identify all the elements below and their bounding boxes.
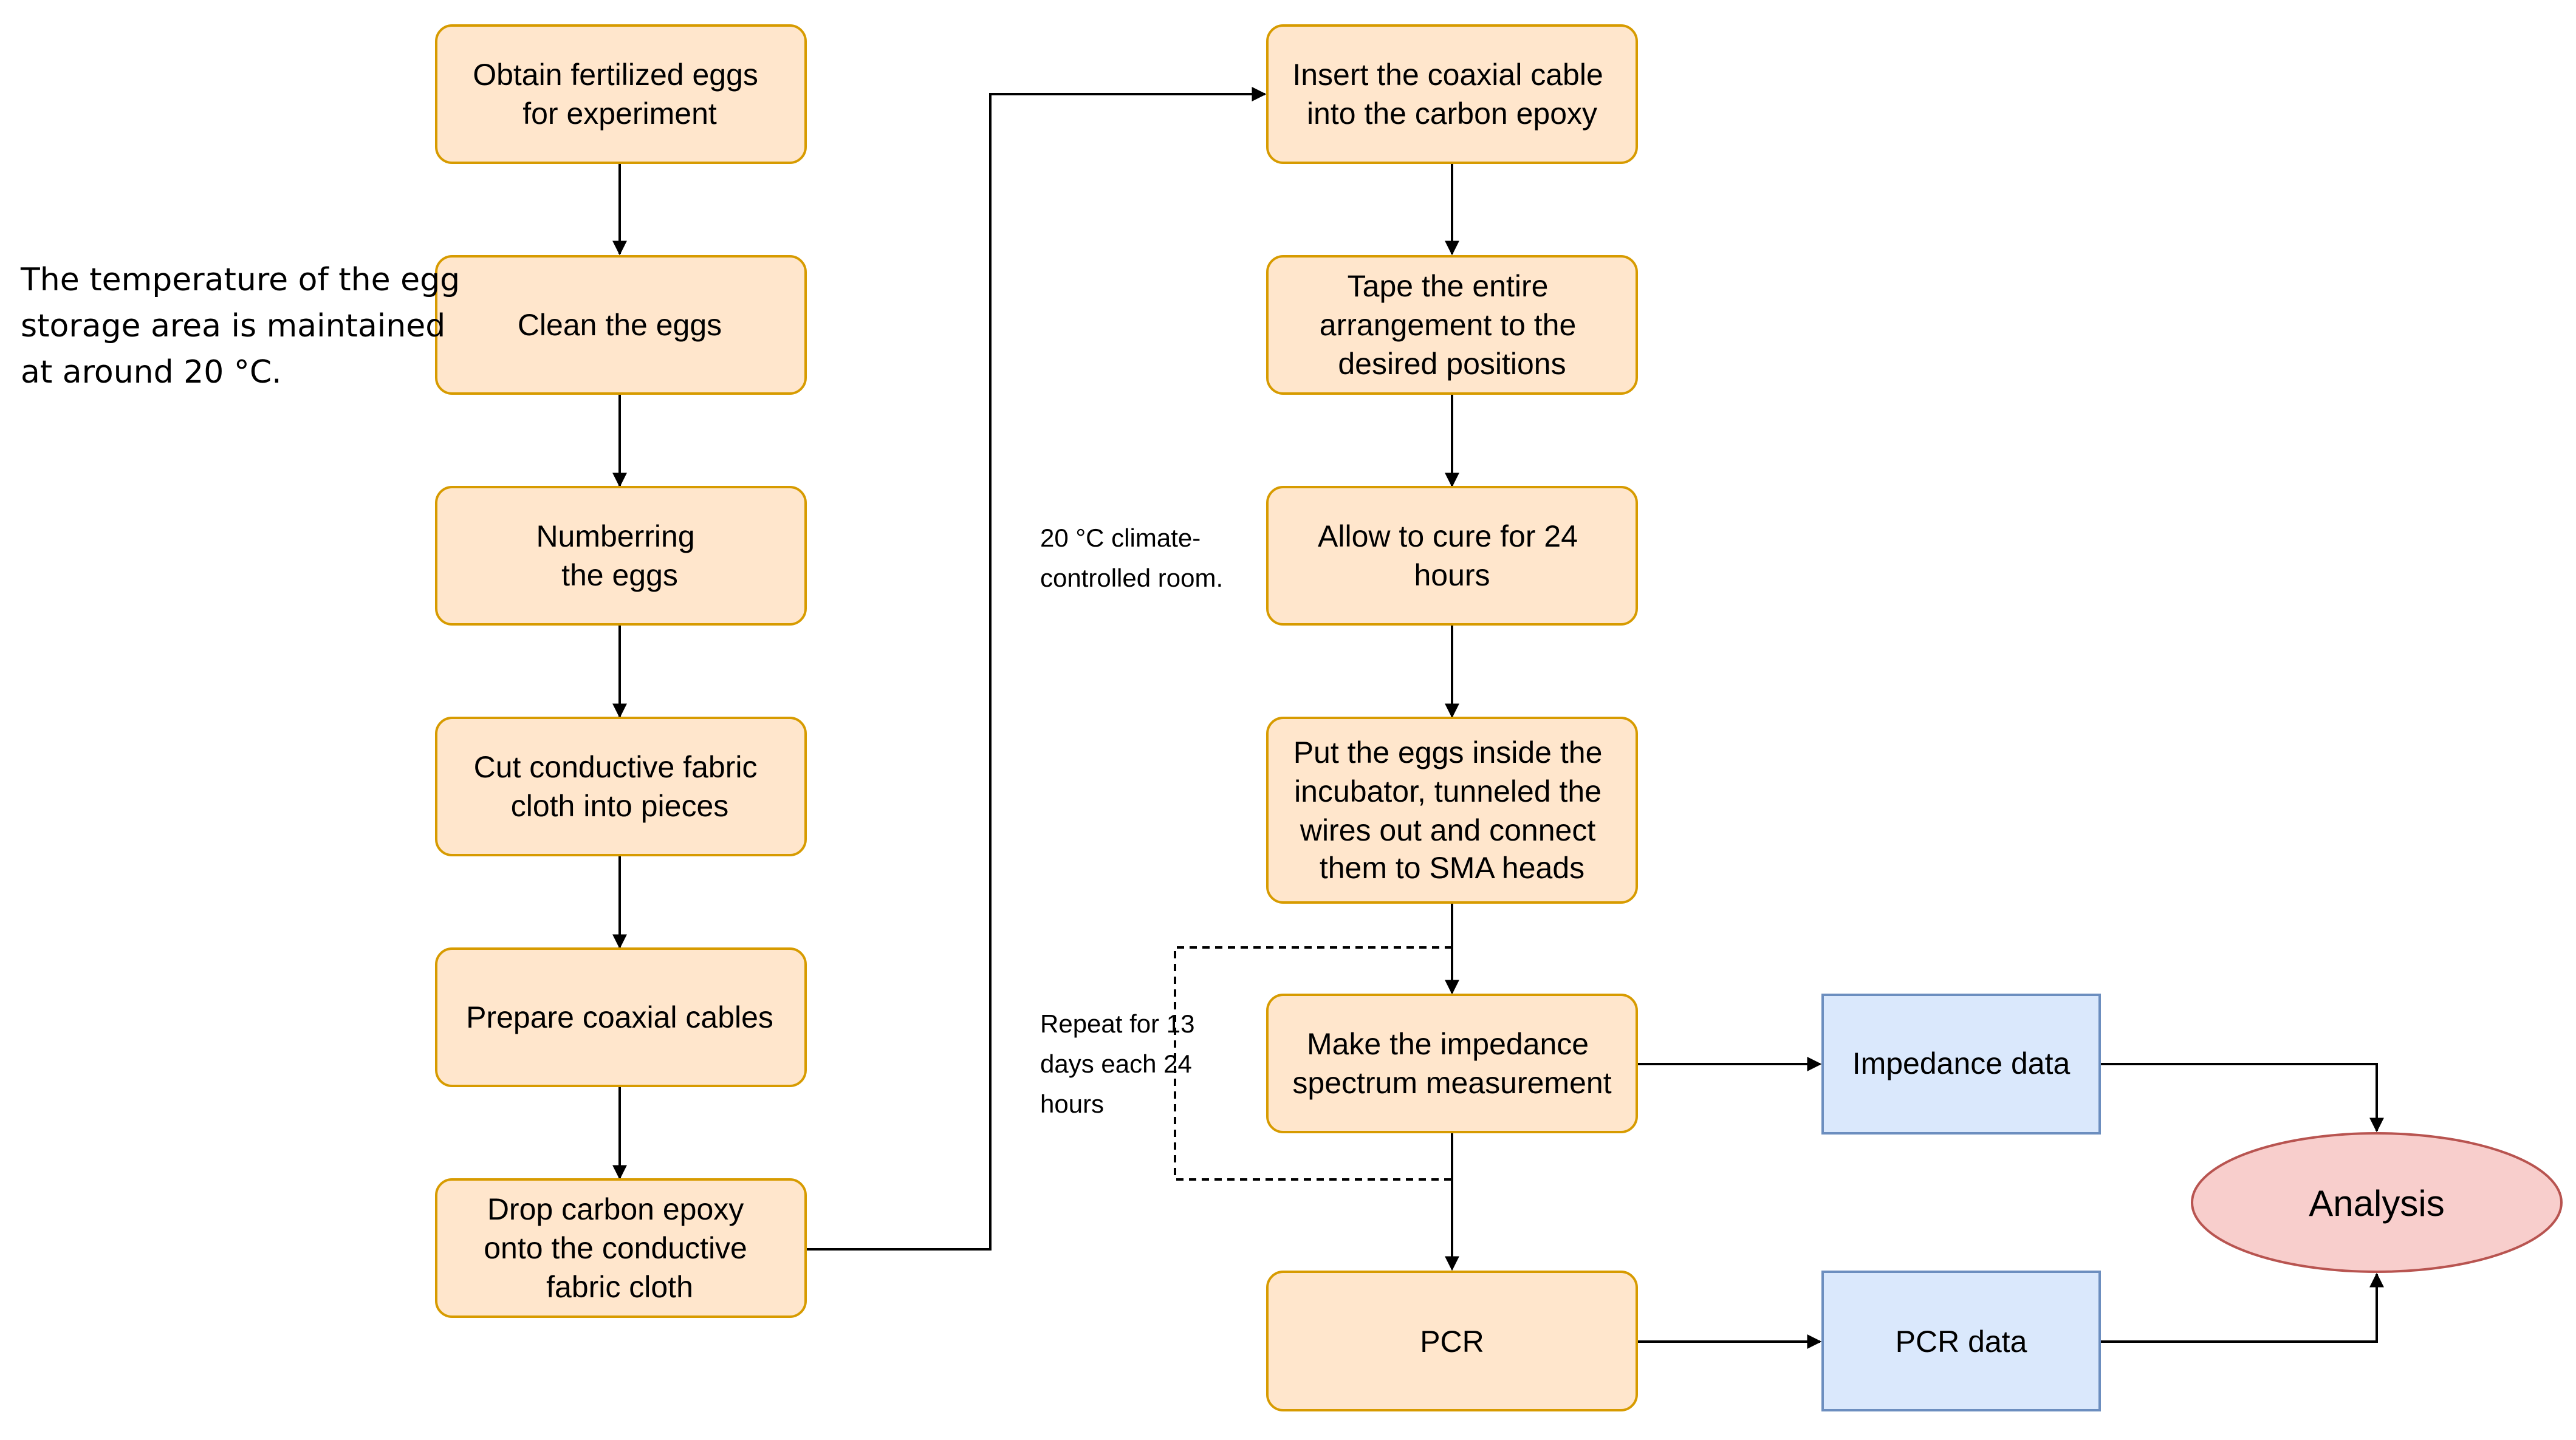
repeat-note: Repeat for 13 days each 24 hours <box>1040 1009 1202 1118</box>
step-label-prepare-cables: Prepare coaxial cables <box>466 1000 773 1034</box>
step-box-cut-fabric <box>435 717 807 856</box>
step-box-tape-arrangement <box>1266 255 1638 395</box>
step-label-clean-eggs: Clean the eggs <box>518 308 722 342</box>
data-nodes: Impedance data PCR data <box>1821 994 2101 1411</box>
step-label-drop-epoxy: Drop carbon epoxy onto the conductive fa… <box>484 1192 756 1304</box>
storage-temperature-note: The temperature of the egg storage area … <box>20 262 470 391</box>
pcr-data-box <box>1821 1271 2101 1411</box>
connector-drop-to-insert <box>807 87 1267 1251</box>
step-box-number-eggs <box>435 486 807 626</box>
step-box-clean-eggs <box>435 255 807 395</box>
step-label-insert-cable: Insert the coaxial cable into the carbon… <box>1292 58 1611 131</box>
step-box-incubate <box>1266 717 1638 904</box>
step-label-cut-fabric: Cut conductive fabric cloth into pieces <box>474 750 766 823</box>
step-box-cure <box>1266 486 1638 626</box>
step-label-impedance-measurement: Make the impedance spectrum measurement <box>1292 1027 1611 1100</box>
step-label-pcr: PCR <box>1420 1325 1484 1359</box>
pcr-data-label: PCR data <box>1896 1325 2027 1359</box>
step-label-incubate: Put the eggs inside the incubator, tunne… <box>1293 735 1611 885</box>
step-box-prepare-cables <box>435 947 807 1087</box>
impedance-data-box <box>1821 994 2101 1135</box>
left-column: Obtain fertilized eggs for experiment Cl… <box>435 24 807 1318</box>
connector-impedance-data-to-analysis <box>2100 1063 2384 1133</box>
step-label-number-eggs: Numberring the eggs <box>536 519 703 592</box>
analysis-label: Analysis <box>2309 1183 2444 1224</box>
analysis-node: Analysis <box>2191 1132 2563 1273</box>
climate-room-note: 20 °C climate- controlled room. <box>1040 524 1223 592</box>
step-label-obtain-eggs: Obtain fertilized eggs for experiment <box>473 58 767 131</box>
step-box-obtain-eggs <box>435 24 807 164</box>
step-box-pcr <box>1266 1271 1638 1411</box>
impedance-data-label: Impedance data <box>1852 1046 2071 1080</box>
step-box-insert-cable <box>1266 24 1638 164</box>
step-label-tape-arrangement: Tape the entire arrangement to the desir… <box>1320 269 1584 381</box>
step-box-impedance-measurement <box>1266 994 1638 1133</box>
connectors <box>612 87 2384 1349</box>
analysis-ellipse <box>2191 1132 2563 1273</box>
right-column: Insert the coaxial cable into the carbon… <box>1266 24 1638 1411</box>
step-box-drop-epoxy <box>435 1178 807 1318</box>
step-label-cure: Allow to cure for 24 hours <box>1318 519 1586 592</box>
connector-pcr-data-to-analysis <box>2100 1272 2384 1343</box>
